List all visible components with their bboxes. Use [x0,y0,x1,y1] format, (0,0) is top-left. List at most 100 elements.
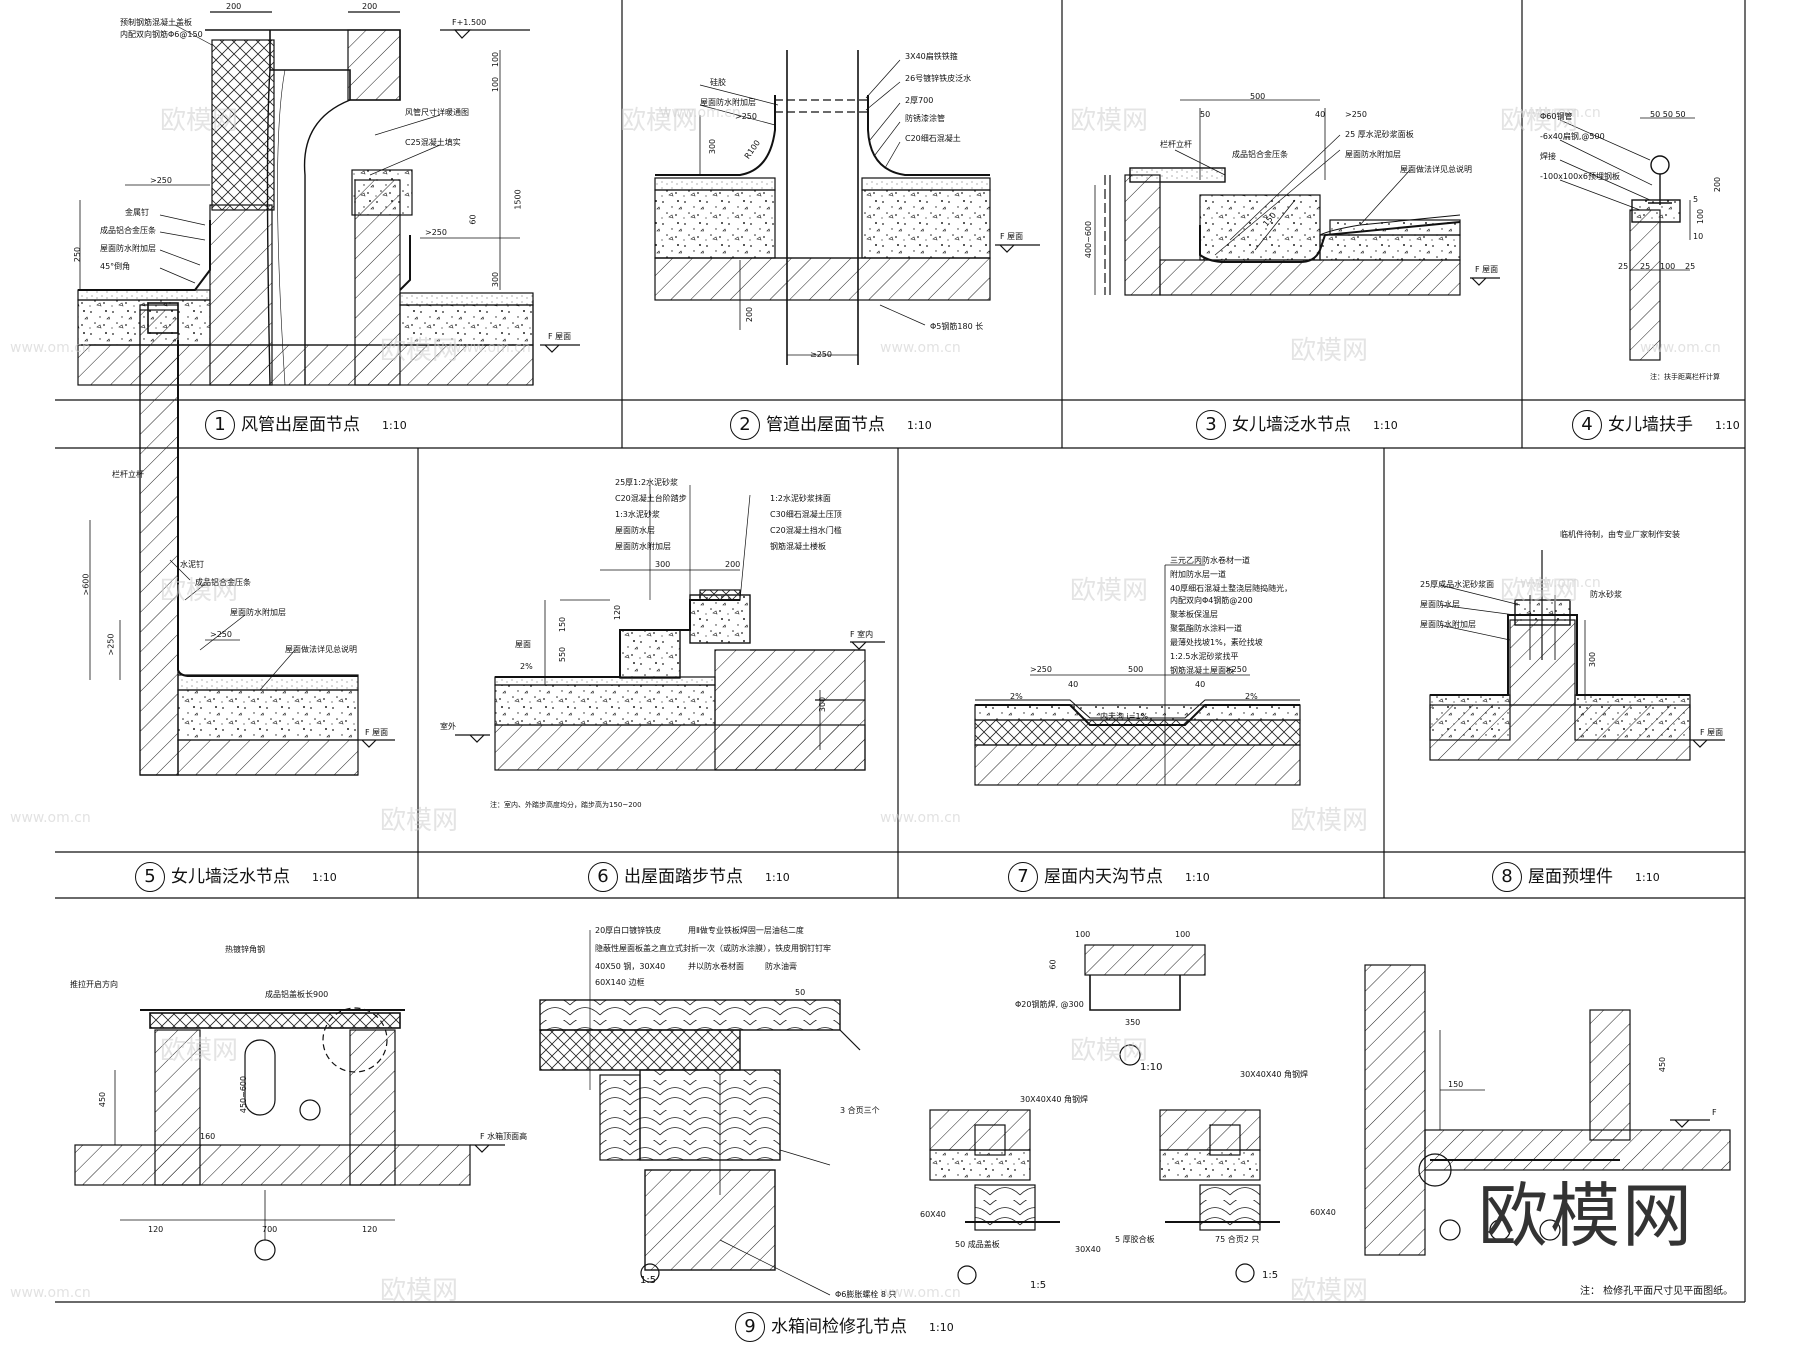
watermark-url: www.om.cn [880,810,961,826]
annotation: 20厚白口镀锌铁皮 [595,926,662,935]
dim-label: 200 [725,560,741,569]
detail-9d-drawing [1159,1109,1280,1283]
detail-number: 3 [1196,410,1226,440]
note: 注：扶手距离栏杆计算 [1650,373,1720,381]
floor-label: F 屋面 [1700,728,1724,737]
dim-label: 150 [558,616,568,633]
dim-label: >250 [735,112,757,121]
watermark: 欧模网 [160,106,239,136]
annotation: 内天沟 i=1% [1100,712,1149,721]
annotation: -6x40扁钢,@500 [1540,132,1605,141]
watermark-url: www.om.cn [880,340,961,356]
detail-8-drawing [1429,550,1725,761]
watermark-url: www.om.cn [1520,105,1601,121]
detail-3-drawing [1094,99,1500,296]
watermark: 欧模网 [380,336,459,366]
dim-label: 120 [148,1225,164,1234]
dim-label: >250 [150,176,172,185]
dim-label: 100 [491,76,501,93]
section-a-scale: 1:10 [1140,1062,1163,1073]
dim-label: 160 [200,1132,216,1141]
annotation: 成品铝盖板长900 [265,990,329,999]
annotation: 60X40 [920,1210,946,1219]
watermark: 欧模网 [380,1276,459,1306]
annotation: Φ20钢筋焊, @300 [1015,1000,1084,1009]
detail-4-drawing [1559,117,1695,361]
detail-number: 8 [1492,862,1522,892]
watermark: 欧模网 [1290,1276,1369,1306]
annotation: 防水油膏 [765,962,797,971]
annotation: 焊接 [1540,152,1556,161]
watermark: 欧模网 [620,106,699,136]
dim-label: 350 [1125,1018,1141,1027]
annotation: 屋面防水附加层 [700,98,756,107]
annotation: 屋面防水附加层 [1345,150,1401,159]
annotation: 屋面防水附加层 [230,608,286,617]
detail-title: 水箱间检修孔节点 [771,1317,907,1337]
annotation: 屋面防水层 [615,526,655,535]
dim-label: ≥250 [810,350,832,359]
annotation: Φ5钢筋180 长 [930,322,984,331]
watermark: 欧模网 [1070,576,1149,606]
annotation: 屋面防水附加层 [615,542,671,551]
annotation: 预制钢筋混凝土盖板 [120,18,192,27]
watermark: 欧模网 [160,1036,239,1066]
dim-label: 10 [1693,232,1704,241]
dim-label: 1500 [513,189,523,210]
annotation: C20混凝土挡水门槛 [770,526,842,535]
detail-number: 6 [588,862,618,892]
annotation: 75 合页2 只 [1215,1235,1260,1244]
detail-caption-3: 3 女儿墙泛水节点 1:10 [1196,410,1398,440]
annotation: C20混凝土台阶踏步 [615,494,687,503]
dim-label: 50 50 50 [1650,110,1686,119]
annotation: 内配双向Φ4钢筋@200 [1170,596,1253,605]
dim-label: 50 [795,988,806,997]
watermark: 欧模网 [160,576,239,606]
detail-number: 5 [135,862,165,892]
annotation: 3 合页三个 [840,1106,880,1115]
watermark-url: www.om.cn [10,810,91,826]
annotation: 25厚成品水泥砂浆面 [1420,580,1495,589]
annotation: 26号镀锌铁皮泛水 [905,74,972,83]
annotation: 并以防水卷材面 [688,962,744,971]
section-e-scale: 1:5 [640,1275,657,1286]
detail-5-drawing [89,302,395,776]
annotation: 附加防水层一道 [1170,570,1226,579]
annotation: 聚苯板保温层 [1170,610,1218,619]
annotation: 防水砂浆 [1590,590,1622,599]
detail-9-wall-section [1364,964,1731,1256]
watermark: 欧模网 [1070,1036,1149,1066]
detail-title: 屋面预埋件 [1528,867,1613,887]
dim-label: 300 [708,138,718,155]
detail-scale: 1:10 [1185,870,1210,884]
watermark-url: www.om.cn [1640,340,1721,356]
annotation: 聚氨酯防水涂料一道 [1170,624,1242,633]
annotation: 金属钉 [125,208,149,217]
annotation: C25混凝土填实 [405,138,461,147]
detail-title: 女儿墙泛水节点 [1232,415,1351,435]
dim-label: 100 [1175,930,1191,939]
annotation: 三元乙丙防水卷材一道 [1170,556,1250,565]
watermark: 欧模网 [1290,336,1369,366]
annotation: 屋面防水层 [1420,600,1460,609]
floor-label: F 屋面 [365,728,389,737]
annotation: 热镀锌角钢 [225,945,265,954]
annotation: 1:3水泥砂浆 [615,510,660,519]
annotation: 屋面防水附加层 [1420,620,1476,629]
dim-label: >250 [106,633,116,656]
dim-label: 500 [1128,665,1144,674]
annotation: Φ60钢管 [1540,112,1573,121]
annotation: 30X40X40 角钢焊 [1020,1095,1089,1104]
annotation: 25 厚水泥砂浆面板 [1345,130,1414,139]
dim-label: 300 [655,560,671,569]
dim-label: 60 [468,214,478,225]
watermark: 欧模网 [1290,806,1369,836]
detail-scale: 1:10 [1373,418,1398,432]
dim-label: 300 [491,271,501,288]
